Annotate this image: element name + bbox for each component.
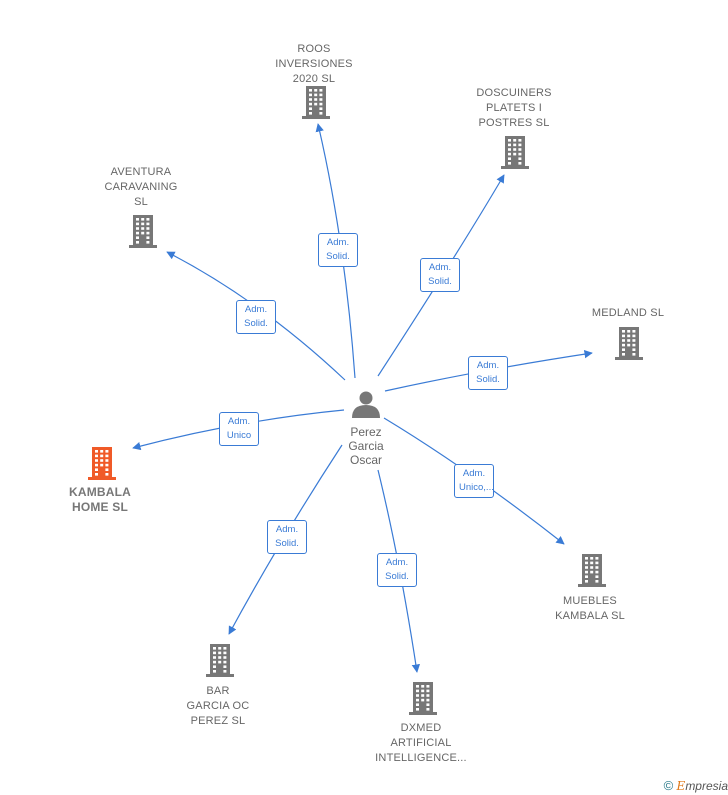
edge-label-aventura[interactable]: Adm. Solid. [236, 300, 276, 334]
edge-label-dxmed[interactable]: Adm. Solid. [377, 553, 417, 587]
building-icon-muebles[interactable] [578, 554, 606, 587]
company-name-muebles[interactable]: MUEBLES KAMBALA SL [555, 595, 625, 622]
company-name-dxmed[interactable]: DXMED ARTIFICIAL INTELLIGENCE... [375, 722, 467, 764]
company-name-roos[interactable]: ROOS INVERSIONES 2020 SL [275, 43, 353, 85]
building-icon-aventura[interactable] [129, 215, 157, 248]
edge-label-bar[interactable]: Adm. Solid. [267, 520, 307, 554]
person-icon[interactable] [352, 391, 380, 419]
company-name-kambala-home[interactable]: KAMBALA HOME SL [68, 485, 132, 514]
footer-brand: © Empresia [664, 778, 728, 793]
building-icon-kambala-home[interactable] [88, 447, 116, 480]
edge-label-doscuiners[interactable]: Adm. Solid. [420, 258, 460, 292]
building-icon-medland[interactable] [615, 327, 643, 360]
brand-name: mpresia [685, 779, 728, 793]
person-name[interactable]: Perez Garcia Oscar [348, 425, 384, 467]
edge-label-medland[interactable]: Adm. Solid. [468, 356, 508, 390]
company-name-medland[interactable]: MEDLAND SL [591, 307, 665, 319]
building-icon-bar[interactable] [206, 644, 234, 677]
company-name-aventura[interactable]: AVENTURA CARAVANING SL [104, 166, 178, 208]
company-name-bar[interactable]: BAR GARCIA OC PEREZ SL [186, 685, 250, 727]
edge-label-roos[interactable]: Adm. Solid. [318, 233, 358, 267]
edge-label-muebles[interactable]: Adm. Unico,... [454, 464, 494, 498]
edge-label-kambala-home[interactable]: Adm. Unico [219, 412, 259, 446]
brand-e: E [676, 779, 686, 793]
building-icon-roos[interactable] [302, 86, 330, 119]
copyright-icon: © [663, 778, 674, 793]
building-icon-dxmed[interactable] [409, 682, 437, 715]
building-icon-doscuiners[interactable] [501, 136, 529, 169]
company-name-doscuiners[interactable]: DOSCUINERS PLATETS I POSTRES SL [476, 87, 552, 129]
